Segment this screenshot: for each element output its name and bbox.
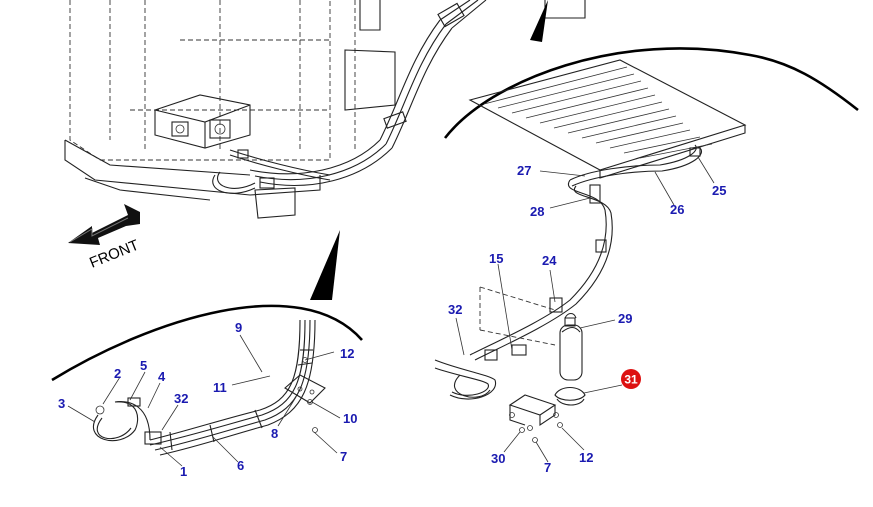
callout-9: 9 <box>235 320 242 335</box>
callout-24: 24 <box>542 253 557 268</box>
callout-7-right: 7 <box>544 460 551 475</box>
cab-frame-drawing <box>64 0 586 219</box>
callout-8: 8 <box>271 426 278 441</box>
callout-28: 28 <box>530 204 544 219</box>
callout-4: 4 <box>158 369 166 384</box>
callout-26: 26 <box>670 202 684 217</box>
callout-31: 31 <box>624 373 638 387</box>
callout-25: 25 <box>712 183 726 198</box>
leader-lines <box>67 156 715 467</box>
callout-32-right: 32 <box>448 302 462 317</box>
callout-15: 15 <box>489 251 503 266</box>
callout-10: 10 <box>343 411 357 426</box>
callout-29: 29 <box>618 311 632 326</box>
section-dividers <box>51 0 859 382</box>
callout-12-right: 12 <box>579 450 593 465</box>
highlighted-callout-31[interactable]: 31 <box>621 369 641 389</box>
callout-1: 1 <box>180 464 187 479</box>
callout-27: 27 <box>517 163 531 178</box>
front-arrow-icon <box>68 204 140 245</box>
callout-labels: 2 5 4 3 32 1 6 9 11 8 12 10 7 27 28 26 2… <box>58 163 726 479</box>
condenser-drawing <box>468 59 747 179</box>
callout-11: 11 <box>213 380 227 395</box>
right-hose-drawing <box>434 144 702 443</box>
callout-5: 5 <box>140 358 147 373</box>
callout-32-left: 32 <box>174 391 188 406</box>
upper-hose-bundle <box>212 0 487 194</box>
callout-12-left: 12 <box>340 346 354 361</box>
highlight-badge-icon <box>621 369 641 389</box>
callout-2: 2 <box>114 366 121 381</box>
callout-3: 3 <box>58 396 65 411</box>
left-hose-harness-drawing <box>92 319 326 456</box>
callout-30: 30 <box>491 451 505 466</box>
callout-7-left: 7 <box>340 449 347 464</box>
callout-6: 6 <box>237 458 244 473</box>
